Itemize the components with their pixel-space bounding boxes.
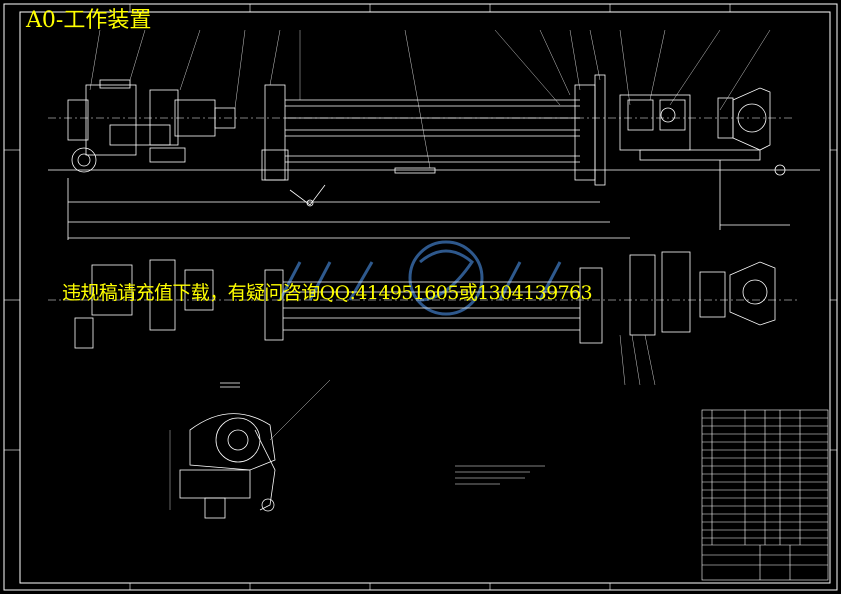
main-assembly-top-view xyxy=(48,251,800,386)
parts-list-table xyxy=(701,409,829,581)
drawing-frame xyxy=(3,3,838,591)
watermark-logo xyxy=(278,240,562,316)
download-notice-watermark: 违规稿请充值下载，有疑问咨询QQ:414951605或1304139763 xyxy=(62,282,593,304)
technical-notes xyxy=(455,465,545,485)
drawing-title: A0-工作装置 xyxy=(26,8,152,33)
section-detail-view xyxy=(169,379,331,519)
main-assembly-front-view xyxy=(48,29,820,240)
